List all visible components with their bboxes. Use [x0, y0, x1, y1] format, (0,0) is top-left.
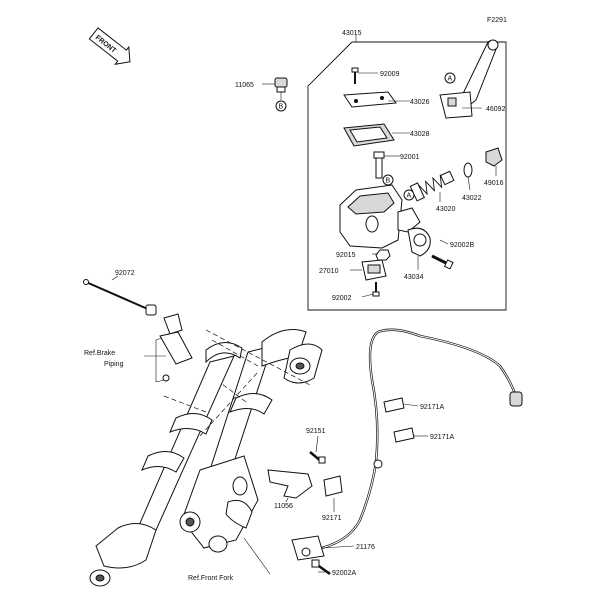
cap-plate-43026[interactable] — [343, 91, 397, 108]
switch-27010[interactable] — [361, 259, 387, 281]
label-43034: 43034 — [404, 274, 424, 281]
label-92002b: 92002B — [450, 242, 474, 249]
label-92171: 92171 — [322, 515, 342, 522]
diaphragm-43028[interactable] — [343, 123, 395, 147]
label-92015: 92015 — [336, 252, 356, 259]
sensor-21176[interactable] — [291, 535, 325, 561]
screw-92009[interactable] — [351, 67, 359, 84]
sensor-cable-21176[interactable] — [320, 328, 523, 550]
bracket-11056[interactable] — [267, 469, 313, 499]
clip-92171a-upper[interactable] — [383, 397, 405, 413]
part-labels: 43015 11065 92009 43026 46092 43028 9200… — [84, 30, 506, 582]
front-fork-left — [89, 342, 243, 587]
label-92171a-2: 92171A — [430, 434, 454, 441]
callout-a-2: A — [448, 76, 453, 83]
label-27010: 27010 — [319, 268, 339, 275]
bolt-92002a[interactable] — [311, 559, 331, 576]
label-46092: 46092 — [486, 106, 506, 113]
label-92072: 92072 — [115, 270, 135, 277]
screw-92002[interactable] — [372, 282, 380, 297]
bolt-92002b[interactable] — [431, 254, 454, 270]
bolt-92151[interactable] — [309, 451, 326, 464]
label-43020: 43020 — [436, 206, 456, 213]
label-92151: 92151 — [306, 428, 326, 435]
phantom-lines — [163, 329, 313, 437]
master-cylinder-body[interactable]: B A — [339, 174, 421, 249]
boot-49016[interactable] — [485, 147, 503, 167]
label-43015: 43015 — [342, 30, 362, 37]
brake-lever-43015[interactable]: A — [439, 39, 499, 119]
front-arrow-icon: FRONT — [88, 27, 131, 65]
clip-92171a-lower[interactable] — [393, 427, 415, 443]
callout-b-1: B — [279, 104, 284, 111]
label-ref-front-fork: Ref.Front Fork — [188, 575, 234, 582]
label-92171a-1: 92171A — [420, 404, 444, 411]
callout-b-2: B — [386, 178, 391, 185]
label-ref-brake-2: Piping — [104, 361, 124, 368]
label-43026: 43026 — [410, 99, 430, 106]
circlip-43022[interactable] — [463, 162, 473, 178]
leader-lines — [111, 72, 497, 575]
master-cylinder-group-box — [307, 35, 507, 311]
bolt-92001[interactable] — [373, 151, 385, 179]
label-49016: 49016 — [484, 180, 504, 187]
label-ref-brake-1: Ref.Brake — [84, 350, 115, 357]
label-11056: 11056 — [274, 503, 293, 510]
label-92001: 92001 — [400, 154, 420, 161]
label-92002a: 92002A — [332, 570, 356, 577]
label-43028: 43028 — [410, 131, 430, 138]
cap-11065[interactable]: B — [274, 77, 288, 112]
label-43022: 43022 — [462, 195, 482, 202]
label-92002: 92002 — [332, 295, 352, 302]
front-fork-right — [179, 329, 323, 553]
clamp-43034[interactable] — [407, 227, 431, 257]
nut-92015[interactable] — [375, 249, 391, 261]
label-11065: 11065 — [235, 82, 254, 89]
hose-92072[interactable] — [83, 279, 157, 316]
figure-code: F2291 — [487, 17, 507, 24]
label-92009: 92009 — [380, 71, 400, 78]
label-21176: 21176 — [356, 544, 375, 551]
piston-assembly-43020[interactable] — [409, 169, 455, 202]
clip-92171[interactable] — [323, 475, 343, 497]
hose-bracket[interactable] — [159, 313, 193, 382]
callout-a-1: A — [407, 193, 412, 200]
